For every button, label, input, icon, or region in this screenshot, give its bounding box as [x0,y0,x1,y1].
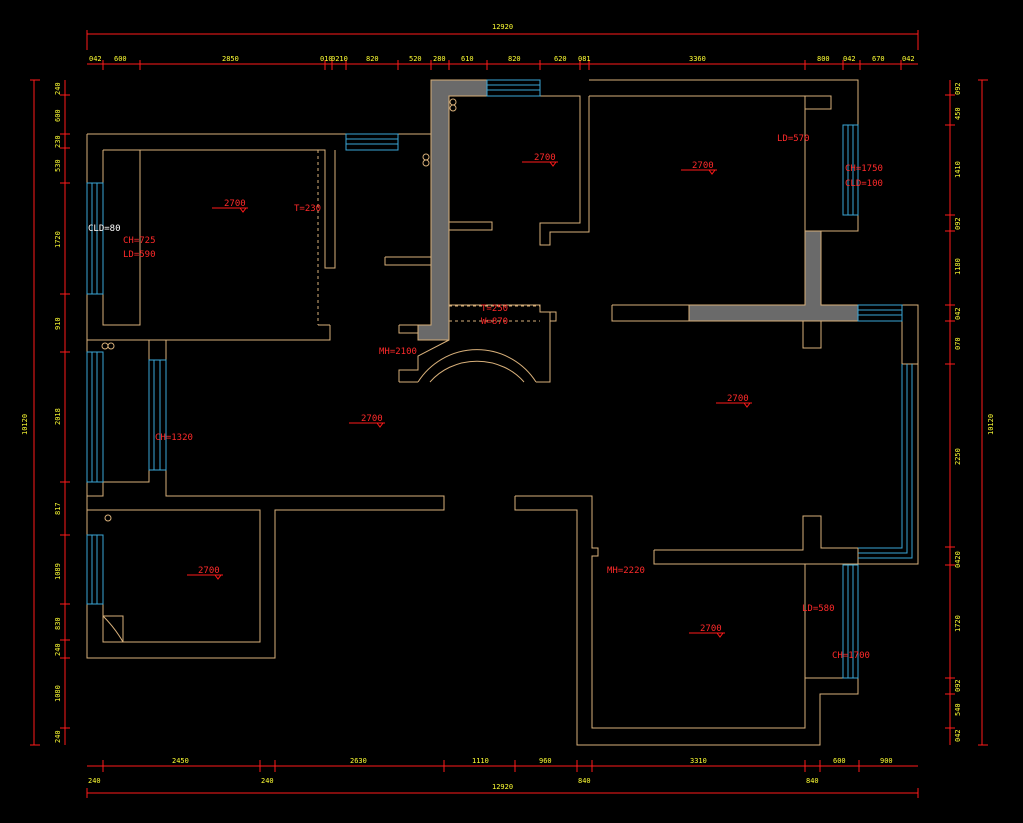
dim-left: 830 [54,617,62,630]
dim-right: 0420 [954,551,962,568]
dim-bottom: 3310 [690,757,707,765]
height-label: 2700 [361,414,383,424]
annotation-mh2100: MH=2100 [379,347,417,357]
dim-top: 280 [433,55,446,63]
dim-overall-left: 10120 [21,414,29,435]
dim-right: 042 [954,307,962,320]
dim-right: 1180 [954,258,962,275]
dim-top: 081 [578,55,591,63]
dim-left: 1089 [54,563,62,580]
dim-left: 240 [54,730,62,743]
dim-bottom: 960 [539,757,552,765]
annotation-ch1320: CH=1320 [155,433,193,443]
dim-top: 820 [366,55,379,63]
annotation-ch725: CH=725 [123,236,156,246]
dim-bottom: 600 [833,757,846,765]
height-label: 2700 [727,394,749,404]
dim-left: 2018 [54,408,62,425]
dim-left: 240 [54,643,62,656]
dim-right: 2250 [954,448,962,465]
dim-right: 540 [954,703,962,716]
dim-right: 042 [954,729,962,742]
annotation-t230: T=230 [294,204,321,214]
height-markers: 2700 2700 2700 2700 2700 2700 2700 [187,153,752,638]
dim-right: 1720 [954,615,962,632]
dim-bottom: 2630 [350,757,367,765]
dim-top: 010 [320,55,333,63]
height-label: 2700 [224,199,246,209]
annotation-ch1750: CH=1750 [845,164,883,174]
left-ticks [30,79,70,746]
dim-left: 817 [54,502,62,515]
annotation-mh2220: MH=2220 [607,566,645,576]
top-ticks [102,60,902,70]
dim-top: 3360 [689,55,706,63]
walls [86,79,919,746]
dim-left: 1720 [54,231,62,248]
annotation-t250: T=250 [481,304,508,314]
dim-left: 240 [54,82,62,95]
dim-top: 042 [89,55,102,63]
dim-top: 820 [508,55,521,63]
dim-top: 520 [409,55,422,63]
annotation-ld570: LD=570 [777,134,810,144]
dim-bottom2: 840 [806,777,819,785]
annotation-ld590: LD=590 [123,250,156,260]
dim-bottom: 2450 [172,757,189,765]
dim-overall-right: 10120 [987,414,995,435]
height-label: 2700 [700,624,722,634]
height-label: 2700 [534,153,556,163]
annotation-ld580: LD=580 [802,604,835,614]
dim-bottom2: 240 [261,777,274,785]
dim-bottom2: 840 [578,777,591,785]
dimension-lines [30,30,988,798]
dim-left: 530 [54,159,62,172]
annotation-cld80: CLD=80 [88,224,121,234]
dim-left: 910 [54,317,62,330]
dim-right: 1410 [954,161,962,178]
height-label: 2700 [198,566,220,576]
annotations: CLD=80 CH=725 LD=590 T=230 LD=570 CH=175… [88,134,883,661]
height-label: 2700 [692,161,714,171]
dim-top: 610 [461,55,474,63]
dim-left: 600 [54,109,62,122]
dimension-text: 12920 12920 042 600 2850 010 0210 820 52… [21,23,995,791]
windows [86,79,913,679]
dim-top: 042 [843,55,856,63]
dim-right: 070 [954,337,962,350]
dim-right: 092 [954,679,962,692]
dim-bottom: 900 [880,757,893,765]
dim-left: 1080 [54,685,62,702]
bottom-ticks [86,760,919,798]
dim-top: 042 [902,55,915,63]
dim-bottom: 1110 [472,757,489,765]
right-ticks [945,79,988,746]
dim-right: 092 [954,82,962,95]
dim-top: 670 [872,55,885,63]
dim-overall-top: 12920 [492,23,513,31]
fixtures [101,98,457,522]
dim-top: 620 [554,55,567,63]
dim-overall-bottom: 12920 [492,783,513,791]
dim-top: 2850 [222,55,239,63]
annotation-ch1700: CH=1700 [832,651,870,661]
dim-right: 450 [954,107,962,120]
annotation-cld100: CLD=100 [845,179,883,189]
dim-left: 230 [54,135,62,148]
dim-top: 600 [114,55,127,63]
dim-right: 092 [954,217,962,230]
dim-top: 0210 [331,55,348,63]
dim-top: 800 [817,55,830,63]
dim-bottom2: 240 [88,777,101,785]
annotation-w870: W=870 [481,317,508,327]
